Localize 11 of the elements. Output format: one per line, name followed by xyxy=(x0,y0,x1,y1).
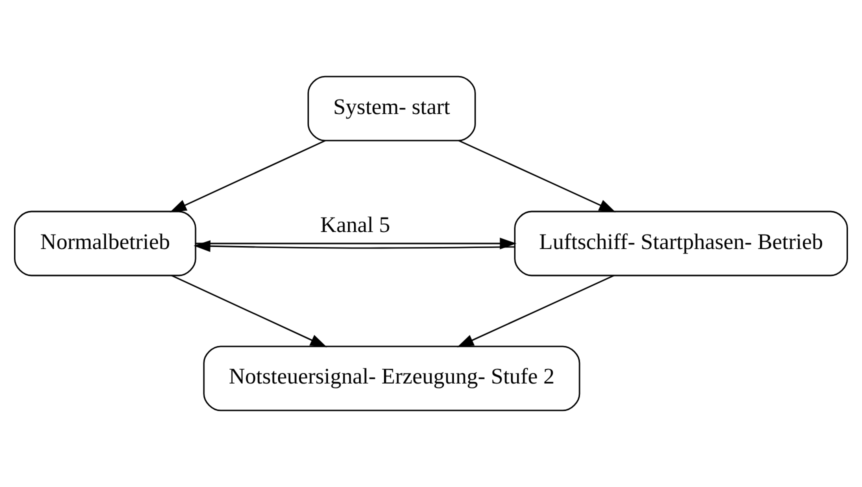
node-box: System- start xyxy=(308,76,476,142)
arrow xyxy=(170,140,326,212)
arrow xyxy=(171,274,327,348)
arrow xyxy=(194,240,515,252)
edge-label: Kanal 5 xyxy=(320,212,390,238)
arrow xyxy=(458,140,616,212)
node-box: Luftschiff- Startphasen- Betrieb xyxy=(514,210,848,276)
arrow xyxy=(196,238,517,250)
node-box: Normalbetrieb xyxy=(14,210,196,276)
arrow xyxy=(457,274,614,348)
node-box: Notsteuersignal- Erzeugung- Stufe 2 xyxy=(203,346,580,412)
